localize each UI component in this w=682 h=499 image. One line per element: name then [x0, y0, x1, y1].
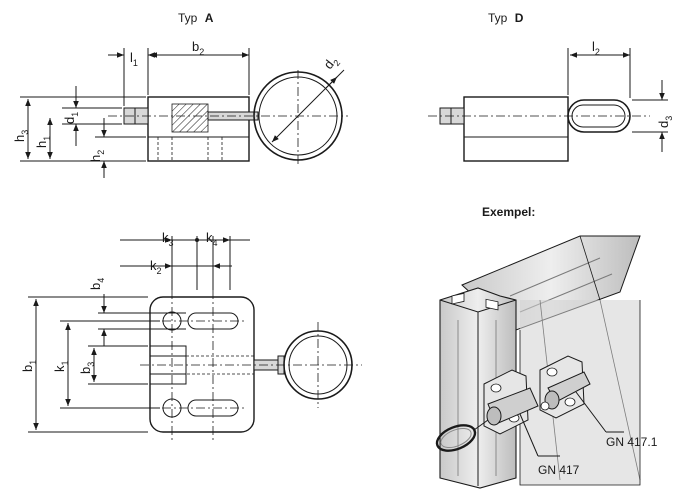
- type-a-prefix: Typ: [178, 11, 198, 25]
- dim-d2: d2: [321, 53, 343, 74]
- type-d-title: Typ D: [488, 11, 524, 25]
- type-d-letter: D: [515, 11, 524, 25]
- gn417-pull-ring: [435, 424, 477, 452]
- dim-l1: l1: [130, 50, 138, 68]
- dim-b3: b3: [78, 362, 96, 374]
- dim-d1: d1: [62, 112, 80, 124]
- dim-b1: b1: [20, 360, 38, 372]
- type-d-view: Typ D l2 d3: [428, 11, 674, 162]
- type-a-pull-ring: [253, 71, 343, 161]
- dim-d3: d3: [656, 116, 674, 128]
- dim-b2: b2: [192, 39, 204, 57]
- example-title: Exempel:: [482, 205, 535, 219]
- type-d-prefix: Typ: [488, 11, 508, 25]
- type-a-thread-section: [171, 103, 209, 133]
- dim-l2: l2: [592, 39, 600, 57]
- dim-b4: b4: [88, 278, 106, 290]
- plunger-gn417: [435, 369, 539, 452]
- callout-gn417-1: GN 417.1: [606, 435, 658, 449]
- type-a-title: Typ A: [178, 11, 214, 25]
- dim-k4: k4: [206, 230, 218, 248]
- type-d-body: [463, 96, 569, 162]
- dim-h1: h1: [34, 136, 52, 148]
- callout-gn417: GN 417: [538, 463, 580, 477]
- dim-h2: h2: [88, 150, 106, 162]
- dim-k3: k3: [162, 230, 174, 248]
- dim-k2: k2: [150, 258, 162, 276]
- front-view: k3 k4 k2 b4 b1 k1 b3: [20, 230, 362, 440]
- example-illustration: Exempel:: [435, 205, 658, 489]
- type-a-view: Typ A l1: [12, 11, 348, 178]
- dim-k1: k1: [52, 360, 70, 372]
- front-mounting-plate: [149, 296, 255, 433]
- type-a-letter: A: [205, 11, 214, 25]
- plunger-gn417-1: [539, 355, 591, 419]
- dim-h3: h3: [12, 130, 30, 142]
